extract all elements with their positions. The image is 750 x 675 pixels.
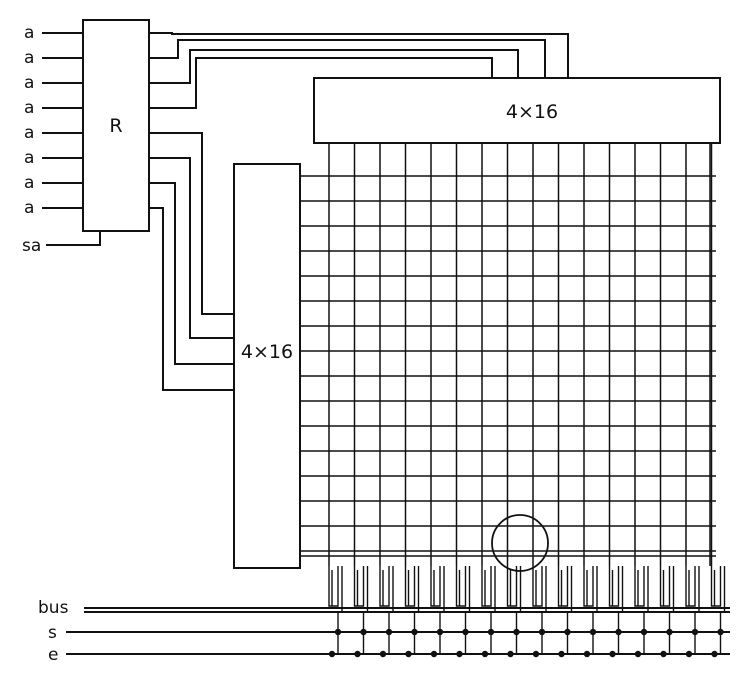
- enable-node: [685, 650, 693, 658]
- address-label: a: [24, 23, 34, 43]
- column-decoder-label: 4×16: [506, 101, 558, 123]
- enable-node: [328, 650, 336, 658]
- sense-circuit: [430, 566, 441, 607]
- address-label: a: [24, 48, 34, 68]
- register-block: [82, 19, 150, 232]
- row-address-wire: [149, 207, 234, 391]
- sense-circuit: [379, 566, 390, 607]
- address-label: a: [24, 73, 34, 93]
- sense-circuit: [455, 566, 467, 607]
- enable-node: [354, 650, 361, 658]
- bus-label: bus: [38, 598, 69, 618]
- enable-node: [379, 650, 387, 658]
- column-address-wire: [149, 49, 519, 84]
- sense-circuit: [710, 566, 722, 607]
- address-label: a: [24, 198, 34, 218]
- column-address-wire: [149, 39, 546, 78]
- row-decoder-label: 4×16: [241, 341, 293, 363]
- column-decoder-block: [313, 77, 721, 144]
- sa-label: sa: [22, 236, 41, 256]
- row-address-wire: [149, 157, 234, 339]
- row-address-wire: [149, 132, 234, 315]
- sense-circuit: [353, 566, 365, 607]
- sense-circuit: [583, 566, 594, 607]
- register-label: R: [109, 115, 122, 137]
- wiring-layer: [42, 32, 730, 655]
- sense-circuit: [532, 566, 543, 607]
- sense-circuit: [659, 566, 671, 607]
- address-label: a: [24, 98, 34, 118]
- enable-node: [660, 650, 667, 658]
- sense-circuit: [634, 566, 645, 607]
- sense-circuit: [404, 566, 416, 607]
- column-address-wire: [149, 57, 493, 109]
- enable-node: [507, 650, 514, 658]
- sa-input-wire: [46, 231, 101, 246]
- sense-circuit: [328, 566, 339, 607]
- enable-node: [481, 650, 489, 658]
- sense-circuit: [685, 566, 696, 607]
- enable-node: [634, 650, 642, 658]
- sense-circuit: [557, 566, 569, 607]
- enable-node: [532, 650, 540, 658]
- e-label: e: [48, 645, 58, 665]
- highlight-circle: [491, 514, 549, 572]
- enable-node: [430, 650, 438, 658]
- s-label: s: [48, 623, 57, 643]
- address-label: a: [24, 148, 34, 168]
- address-label: a: [24, 123, 34, 143]
- sense-circuit: [608, 566, 620, 607]
- enable-node: [456, 650, 463, 658]
- sense-circuit: [506, 566, 518, 607]
- address-labels: a a a a a a a a: [24, 23, 34, 218]
- memory-grid: [300, 143, 716, 566]
- sense-circuit: [481, 566, 492, 607]
- address-label: a: [24, 173, 34, 193]
- row-address-wire: [149, 182, 234, 365]
- enable-node: [711, 650, 718, 658]
- enable-node: [405, 650, 412, 658]
- enable-node: [609, 650, 616, 658]
- sense-circuits: [328, 566, 726, 658]
- enable-node: [558, 650, 565, 658]
- enable-node: [583, 650, 591, 658]
- row-decoder-block: [233, 163, 301, 569]
- column-address-wire: [149, 32, 569, 78]
